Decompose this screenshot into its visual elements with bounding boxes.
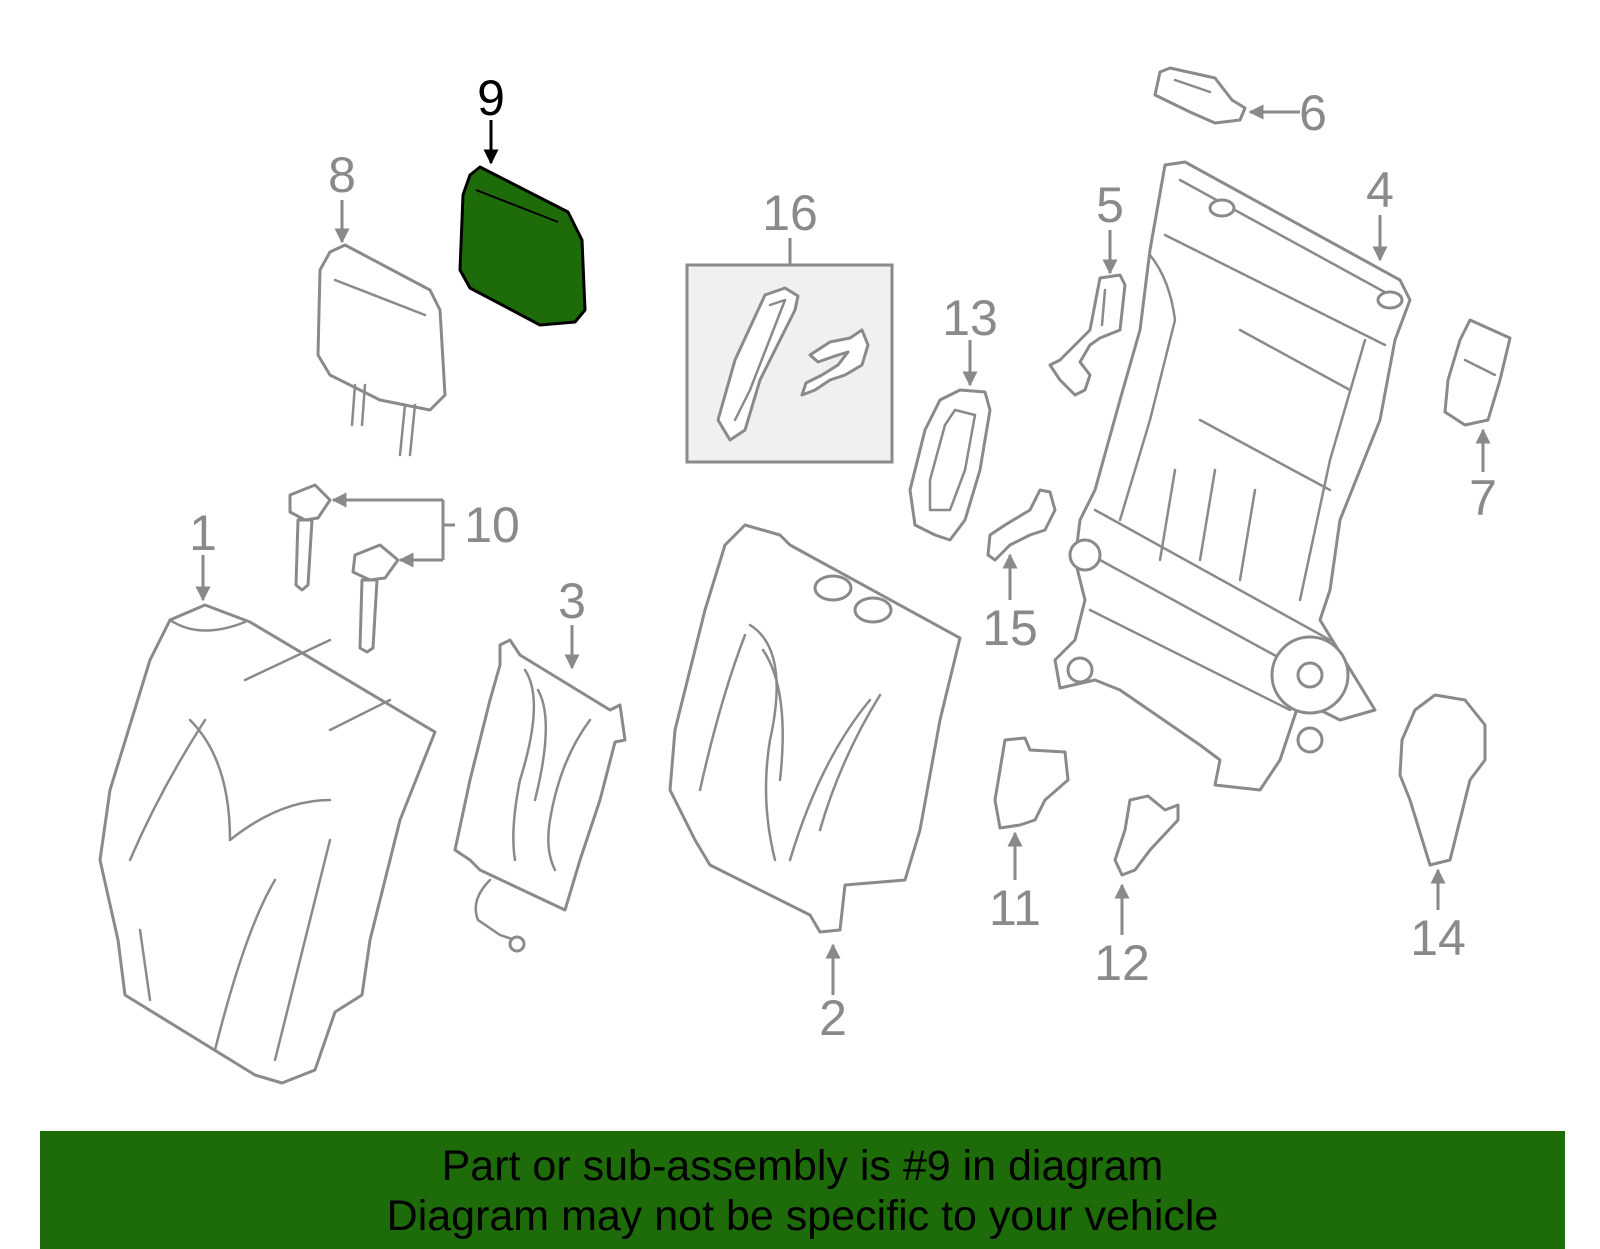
part-16-kit-box[interactable] (685, 263, 894, 464)
part-6-cap[interactable] (1153, 66, 1247, 125)
label-4: 4 (1366, 162, 1394, 218)
label-5: 5 (1096, 177, 1124, 233)
part-2-seat-back-pad[interactable] (668, 523, 962, 934)
part-3-back-panel[interactable] (453, 638, 627, 953)
label-13: 13 (942, 290, 998, 346)
part-13-cover[interactable] (908, 388, 992, 542)
label-15: 15 (982, 600, 1038, 656)
part-7-latch[interactable] (1443, 318, 1512, 427)
part-labels: 1 2 3 4 5 6 7 8 9 10 11 12 13 14 15 16 (189, 70, 1497, 1046)
label-14: 14 (1410, 910, 1466, 966)
label-16: 16 (762, 185, 818, 241)
part-10-headrest-guides[interactable] (288, 483, 400, 654)
part-1-seat-back-cover[interactable] (98, 603, 437, 1085)
banner-line-2: Diagram may not be specific to your vehi… (386, 1192, 1219, 1240)
part-8-headrest[interactable] (316, 243, 447, 457)
label-6: 6 (1299, 85, 1327, 141)
label-10: 10 (464, 497, 520, 553)
label-11: 11 (989, 880, 1041, 936)
label-2: 2 (819, 990, 847, 1046)
label-1: 1 (189, 505, 217, 561)
label-9: 9 (477, 70, 505, 126)
part-15-bracket[interactable] (986, 488, 1057, 562)
part-12-trim[interactable] (1113, 794, 1180, 877)
label-7: 7 (1469, 470, 1497, 526)
info-banner: Part or sub-assembly is #9 in diagram Di… (40, 1131, 1565, 1249)
part-11-trim[interactable] (993, 736, 1070, 830)
banner-background (40, 1131, 1565, 1249)
label-3: 3 (558, 573, 586, 629)
banner-line-1: Part or sub-assembly is #9 in diagram (441, 1142, 1164, 1190)
label-12: 12 (1094, 935, 1150, 991)
label-8: 8 (328, 147, 356, 203)
part-14-cover[interactable] (1398, 693, 1487, 867)
leader-lines (195, 104, 1491, 995)
part-4-seat-frame[interactable] (1053, 160, 1412, 792)
part-9-headrest-highlighted[interactable] (458, 165, 587, 327)
part-5-bracket[interactable] (1048, 273, 1127, 397)
